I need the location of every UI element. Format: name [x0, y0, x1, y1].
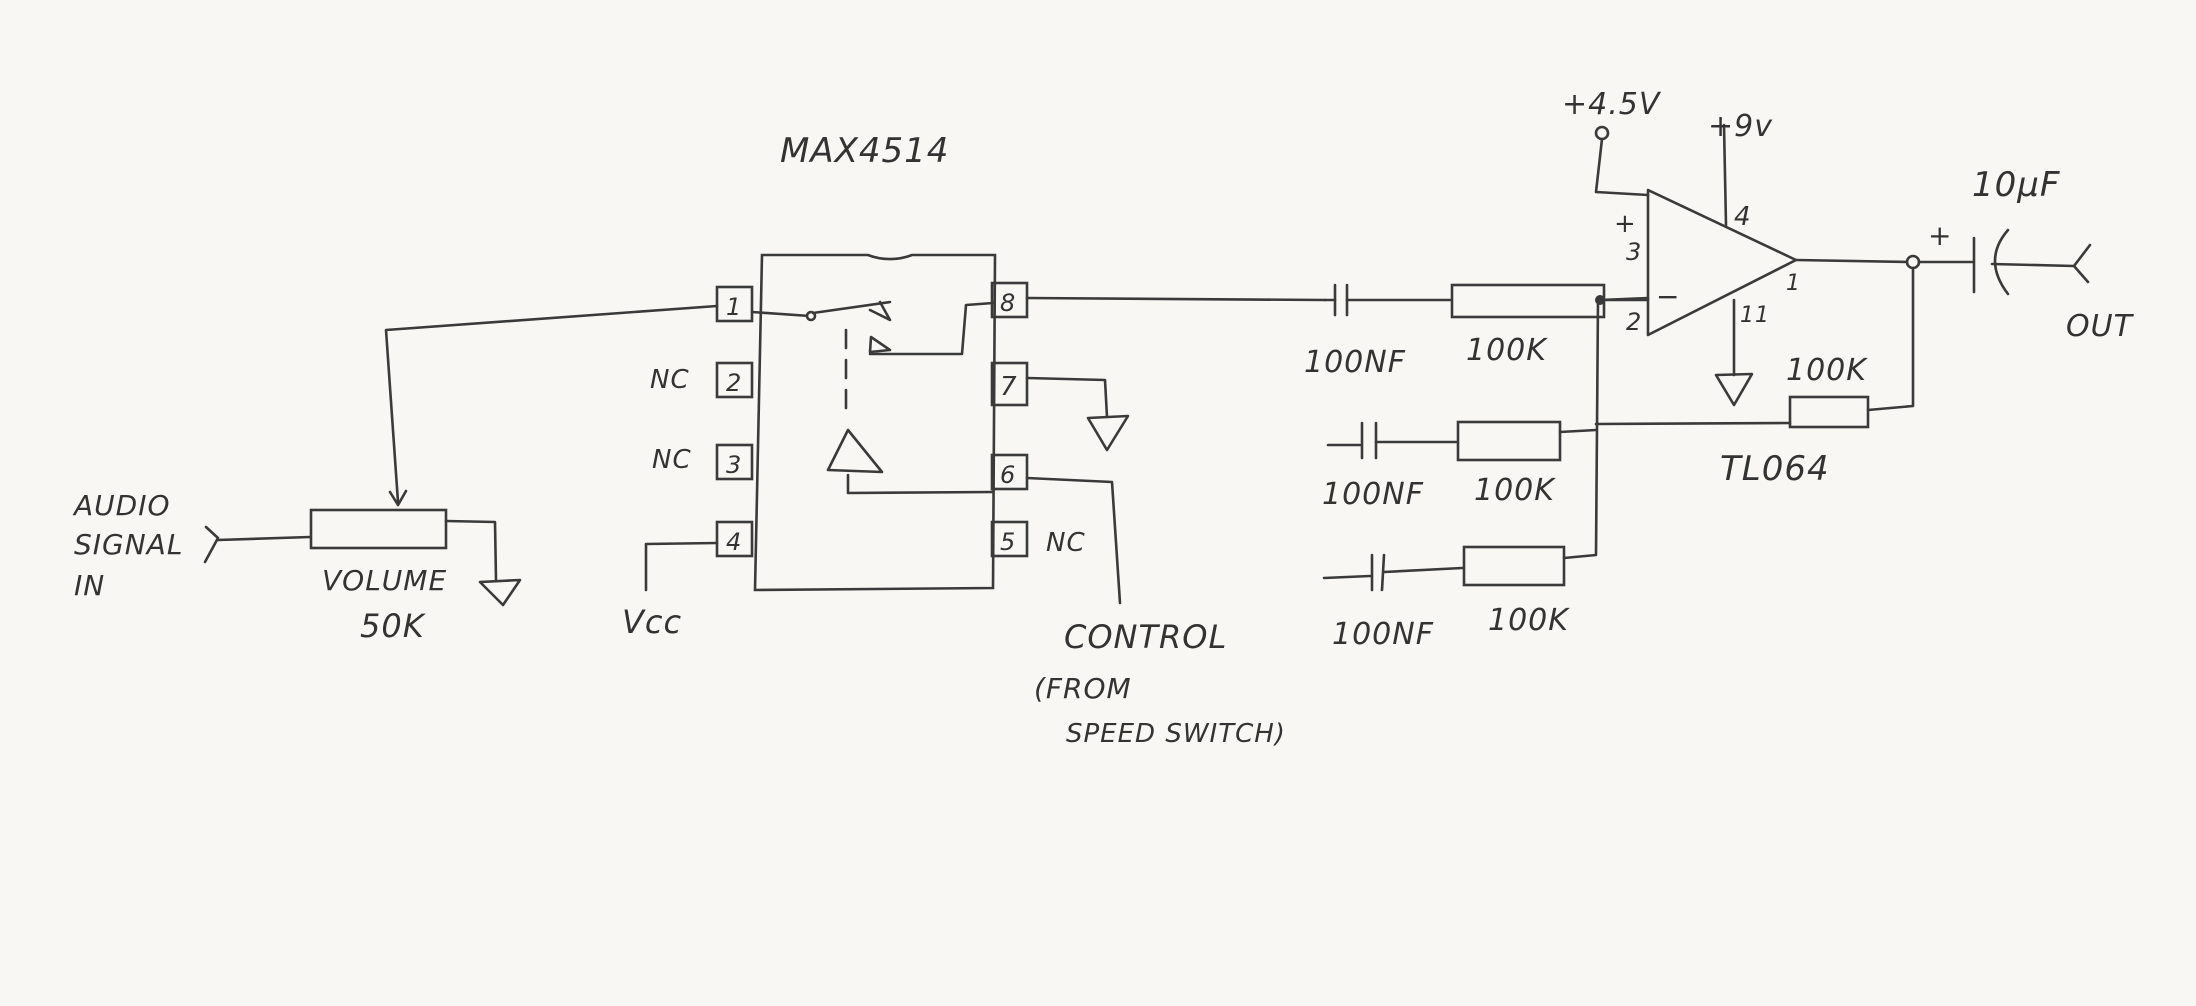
feedback-wire — [1594, 421, 1792, 426]
pin7-label: 7 — [1000, 372, 1018, 402]
r3-label: 100K — [1488, 603, 1570, 638]
output-cap-label: 10µF — [1972, 165, 2060, 205]
opamp-pin3: 3 — [1626, 238, 1642, 266]
nc-pin2: NC — [650, 365, 690, 395]
ground-symbol-pin7 — [1086, 414, 1130, 452]
filter-network — [1322, 283, 1792, 592]
pin5-label: 5 — [1000, 528, 1016, 556]
pin7-wire — [1025, 376, 1109, 419]
resistor-r2 — [1456, 420, 1562, 462]
input-jack-symbol — [203, 525, 220, 564]
pin1-label: 1 — [726, 293, 742, 321]
control-sub-1: (FROM — [1034, 672, 1132, 705]
pin2-label: 2 — [726, 369, 742, 397]
supply-voltage-label: +9v — [1708, 109, 1773, 144]
r2-label: 100K — [1474, 473, 1556, 508]
vcc-wire — [644, 541, 719, 592]
feedback-return — [1866, 266, 1915, 412]
ground-symbol-volume — [478, 578, 522, 607]
opamp-pin2: 2 — [1626, 308, 1642, 336]
ref-wire — [1594, 137, 1650, 197]
pin4-label: 4 — [726, 528, 742, 556]
pin-4-box — [715, 520, 754, 558]
feedback-resistor — [1788, 395, 1870, 429]
output-section — [1917, 228, 2092, 296]
opamp-output-wire — [1794, 258, 1914, 264]
vplus-wire — [1722, 123, 1728, 227]
r1-label: 100K — [1466, 333, 1548, 368]
output-jack-symbol — [2072, 243, 2092, 284]
max4514-chip — [715, 253, 1029, 592]
output-label: OUT — [2066, 309, 2135, 344]
input-label-line1: AUDIO — [72, 489, 171, 522]
pin-2-box — [715, 361, 754, 399]
cap1-label: 100NF — [1304, 345, 1406, 380]
pin3-label: 3 — [726, 451, 742, 479]
nc-pin3: NC — [652, 445, 692, 475]
volume-potentiometer — [309, 508, 448, 550]
opamp-tl064 — [1594, 123, 1921, 429]
wiper-arrow — [388, 489, 408, 507]
switch-contact — [868, 335, 892, 354]
input-section — [203, 304, 719, 607]
opamp-triangle — [1646, 188, 1798, 337]
signal-wire-pin8 — [1025, 296, 1327, 302]
opamp-pin1: 1 — [1786, 271, 1801, 296]
output-cap-plus: + — [1928, 219, 1952, 252]
volume-label: VOLUME — [322, 564, 447, 597]
pin-6-box — [990, 453, 1029, 491]
input-label-line3: IN — [74, 569, 105, 602]
ground-symbol-opamp — [1714, 372, 1754, 407]
cap3-label: 100NF — [1332, 617, 1434, 652]
pin-7-box — [990, 361, 1029, 407]
opamp-pin4: 4 — [1734, 202, 1752, 232]
pin8-label: 8 — [1000, 289, 1016, 317]
filter-bus — [1562, 298, 1600, 560]
input-label-line2: SIGNAL — [74, 528, 183, 561]
cap2-label: 100NF — [1322, 477, 1424, 512]
switch-blade — [811, 300, 892, 315]
switch-driver — [826, 428, 884, 474]
output-cap-curve — [1993, 228, 2010, 296]
pin-8-box — [990, 281, 1029, 319]
control-wire — [1025, 476, 1122, 605]
ref-terminal — [1594, 125, 1610, 141]
volume-value: 50K — [360, 607, 427, 645]
pin-1-box — [715, 285, 754, 323]
resistor-r1 — [1450, 283, 1606, 319]
control-sub-2: SPEED SWITCH) — [1066, 719, 1286, 749]
vcc-label: Vcc — [622, 603, 682, 641]
resistor-r3 — [1462, 545, 1566, 587]
output-node — [1905, 254, 1921, 270]
opamp-minus-sign: − — [1656, 280, 1680, 313]
opamp-pin11: 11 — [1740, 303, 1770, 328]
pin6-label: 6 — [1000, 461, 1016, 489]
control-label: CONTROL — [1064, 618, 1227, 656]
pin-5-box — [990, 520, 1029, 558]
feedback-resistor-label: 100K — [1786, 353, 1868, 388]
ic-name-label: MAX4514 — [780, 131, 949, 171]
nc-pin5: NC — [1046, 528, 1086, 558]
opamp-plus-sign: + — [1614, 209, 1637, 239]
pin-3-box — [715, 443, 754, 481]
opamp-name-label: TL064 — [1720, 449, 1830, 489]
ref-voltage-label: +4.5V — [1562, 87, 1662, 122]
